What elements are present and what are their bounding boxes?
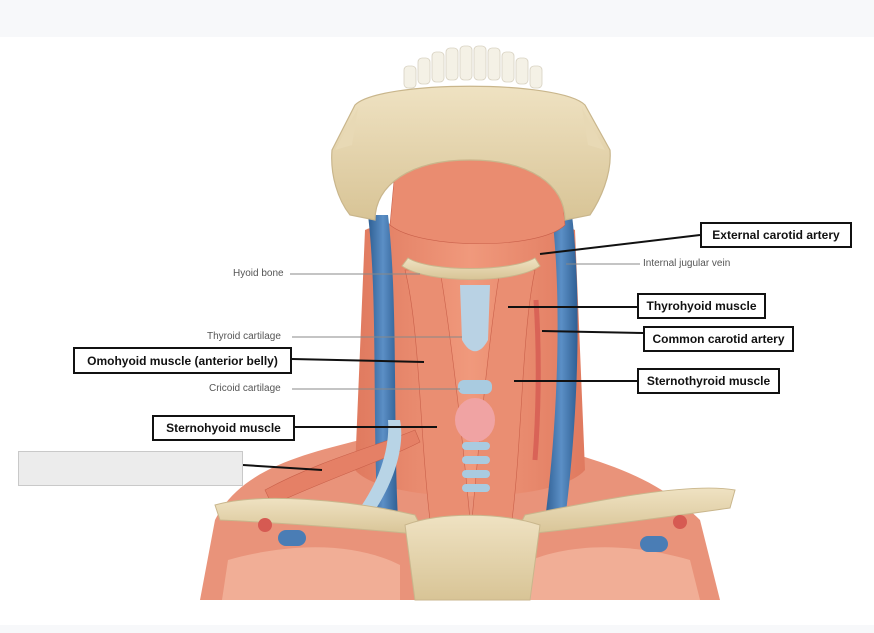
- label-thyroid-cartilage: Thyroid cartilage: [207, 331, 281, 342]
- label-thyrohyoid-muscle: Thyrohyoid muscle: [637, 293, 766, 319]
- leader-lines: [242, 234, 701, 471]
- thyroid-gland: [455, 398, 495, 442]
- mandible: [331, 85, 611, 221]
- trachea-rings: [462, 442, 490, 492]
- cricoid-cartilage: [458, 380, 492, 394]
- common-carotid-artery-trace: [532, 299, 541, 461]
- bottom-background-strip: [0, 625, 874, 633]
- mandible-right-ramus: [582, 108, 605, 150]
- left-artery-stub: [258, 518, 272, 532]
- lower-fascia-layer-right: [520, 547, 700, 600]
- label-common-carotid-artery: Common carotid artery: [643, 326, 794, 352]
- manubrium: [404, 514, 541, 601]
- left-subclavian-vessel: [278, 530, 306, 546]
- mandible-left-ramus: [335, 108, 358, 150]
- label-sternothyroid-muscle: Sternothyroid muscle: [637, 368, 780, 394]
- label-omohyoid-muscle: Omohyoid muscle (anterior belly): [73, 347, 292, 374]
- label-hyoid-bone: Hyoid bone: [233, 268, 284, 279]
- thyroid-cartilage: [460, 285, 490, 352]
- label-sternohyoid-muscle: Sternohyoid muscle: [152, 415, 295, 441]
- right-artery-stub: [673, 515, 687, 529]
- label-cricoid-cartilage: Cricoid cartilage: [209, 383, 281, 394]
- right-internal-jugular-vein: [545, 215, 578, 520]
- answer-drop-box[interactable]: [18, 451, 243, 486]
- right-subclavian-vessel: [640, 536, 668, 552]
- hyoid-bone: [401, 257, 541, 280]
- omohyoid-diagonal-belly: [264, 429, 421, 506]
- omohyoid-tendon: [362, 420, 402, 510]
- label-internal-jugular-vein: Internal jugular vein: [643, 258, 731, 269]
- lower-fascia-layer: [222, 547, 400, 600]
- teeth: [403, 45, 543, 89]
- top-background-strip: [0, 0, 874, 37]
- label-external-carotid-artery: External carotid artery: [700, 222, 852, 248]
